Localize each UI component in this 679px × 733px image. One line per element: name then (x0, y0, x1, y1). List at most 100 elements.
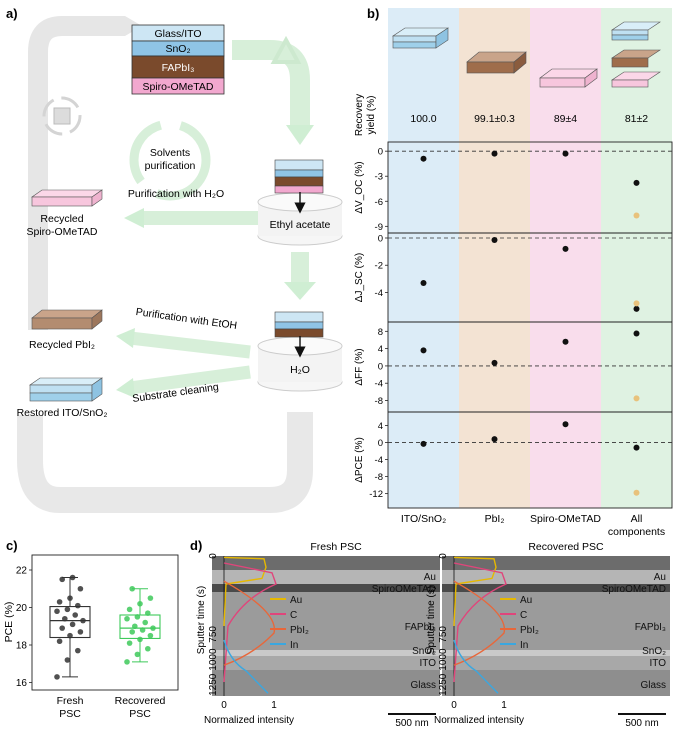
data-point (150, 625, 156, 631)
icon-spiro (539, 68, 598, 88)
x-axis-label: Normalized intensity (204, 715, 294, 726)
y-tick-label: -8 (375, 396, 383, 407)
data-point (562, 338, 569, 345)
data-point (59, 625, 65, 631)
sem-top-region (212, 556, 440, 570)
y-tick-label: 1000 (208, 648, 219, 671)
data-point-secondary (633, 489, 640, 496)
subplot-ylabel: ΔJ_SC (%) (354, 253, 365, 302)
water-label: H₂O (290, 364, 310, 376)
data-point (145, 645, 151, 652)
solvents-label-2: purification (145, 160, 196, 172)
panel-c-label: c) (6, 538, 18, 553)
device-stack: Glass/ITO SnO₂ FAPbI₃ Spiro-OMeTAD (131, 24, 225, 95)
column-label: PbI₂ (485, 513, 505, 525)
arrow-head-h2o (124, 208, 144, 228)
column-band (601, 8, 672, 508)
data-point (633, 330, 640, 337)
water-beaker: H₂O (257, 311, 343, 392)
grey-loop-arrow (28, 16, 125, 330)
subplot-ylabel: ΔPCE (%) (354, 437, 365, 483)
sem-top-region (442, 556, 670, 570)
recovery-yield-value: 100.0 (410, 113, 436, 125)
layer-sno2: SnO₂ (165, 43, 190, 55)
au-profile-curve (453, 556, 497, 627)
panel-d-label: d) (190, 538, 202, 553)
column-label: Spiro-OMeTAD (530, 513, 601, 525)
ethyl-acetate-label: Ethyl acetate (270, 219, 331, 231)
data-point (77, 629, 84, 635)
panel-a-label: a) (6, 6, 18, 21)
y-tick-label: -4 (375, 379, 383, 390)
y-tick-label: 4 (378, 344, 383, 355)
data-point (147, 632, 154, 639)
y-tick-label: 750 (438, 626, 449, 643)
column-band (388, 8, 459, 508)
data-point (67, 595, 73, 601)
in-profile-curve (453, 639, 499, 694)
recycled-spiro-label-2: Spiro-OMeTAD (27, 226, 98, 238)
sem-au-layer (212, 570, 440, 584)
y-tick-label: 0 (378, 147, 383, 158)
data-point (129, 585, 135, 592)
data-point (54, 608, 60, 615)
data-point (75, 602, 81, 609)
data-point (56, 599, 63, 605)
x-tick-label: 0 (451, 700, 457, 711)
y-tick-label: 750 (208, 626, 219, 643)
layer-label: SnO₂ (642, 646, 666, 657)
data-point (69, 574, 76, 581)
y-axis-label: Sputter time (s) (426, 586, 437, 654)
y-axis-label: Sputter time (s) (196, 586, 207, 654)
y-tick-label: 1250 (208, 673, 219, 696)
sem-images: Fresh PSCAuSpiroOMeTADFAPbI₃SnO₂ITOGlass… (196, 541, 670, 729)
y-axis-label: PCE (%) (3, 602, 15, 643)
sem-au-layer (442, 570, 670, 584)
data-point (633, 444, 640, 451)
grey-arrow-head (28, 50, 48, 70)
group-label: PSC (59, 708, 81, 720)
sem-sno2-layer (212, 650, 440, 656)
data-point (64, 657, 71, 663)
y-tick-label: 0 (378, 438, 383, 449)
y-tick-label: 4 (378, 421, 383, 432)
data-point (420, 440, 427, 447)
sem-perovskite-layer (442, 592, 670, 650)
column-label: All (631, 513, 643, 525)
sem-spiro-layer (442, 584, 670, 592)
data-point-secondary (633, 395, 640, 402)
y-tick-label: 1000 (438, 648, 449, 671)
data-point (126, 640, 133, 646)
data-point (67, 632, 73, 639)
panel-a: a) Solvents purification Glass/ITO S (6, 6, 343, 513)
layer-label: Au (424, 572, 436, 583)
layer-label: Glass (640, 680, 666, 691)
y-tick-label: -9 (375, 222, 383, 233)
restored-ito-label: Restored ITO/SnO₂ (17, 407, 108, 419)
data-point (124, 615, 130, 622)
data-point (77, 585, 84, 592)
icon-pbi2 (466, 51, 527, 74)
plot-frame (31, 554, 179, 691)
y-tick-label: 0 (378, 361, 383, 372)
data-point (142, 619, 148, 626)
data-point (137, 600, 143, 607)
panel-b-label: b) (367, 6, 379, 21)
group-label: Fresh (57, 695, 84, 707)
legend-label: PbI₂ (290, 625, 309, 636)
y-tick-label: 0 (208, 553, 219, 559)
layer-label: Glass (410, 680, 436, 691)
layer-spiro: Spiro-OMeTAD (143, 81, 214, 93)
green-arrow-head (286, 125, 314, 145)
pbi2-profile-curve (223, 580, 276, 666)
data-point (72, 612, 78, 618)
recovery-yield-value: 81±2 (625, 113, 648, 125)
pbi2-profile-curve (453, 580, 506, 666)
data-point (64, 606, 71, 613)
y-tick-label: -12 (369, 489, 383, 500)
legend-label: C (290, 610, 297, 621)
data-point (633, 179, 640, 186)
legend-label: In (290, 640, 298, 651)
